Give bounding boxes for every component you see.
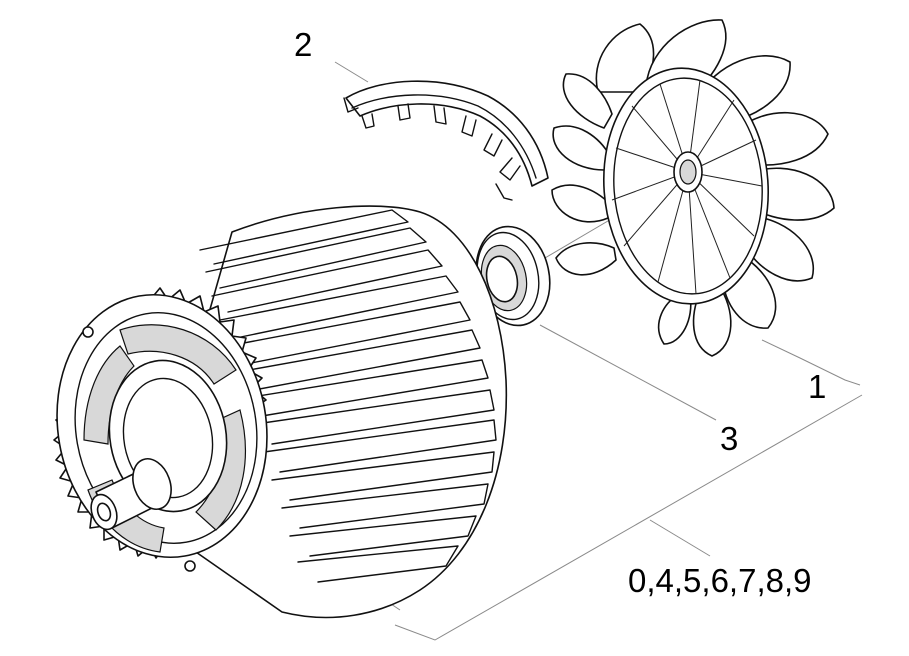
mount-hole xyxy=(184,560,196,572)
callout-motor-housing: 0,4,5,6,7,8,9 xyxy=(628,562,811,599)
callout-fan-clip: 2 xyxy=(294,26,312,63)
bearing-part xyxy=(475,225,551,327)
callout-fan: 1 xyxy=(808,368,826,405)
callout-bearing: 3 xyxy=(720,420,738,457)
fan-clip-part xyxy=(343,80,549,201)
fan-wheel-part xyxy=(551,19,835,357)
cooling-fins xyxy=(199,209,497,583)
motor-shaft xyxy=(90,458,172,531)
motor-housing-part xyxy=(53,205,508,619)
mount-hole xyxy=(82,326,94,338)
